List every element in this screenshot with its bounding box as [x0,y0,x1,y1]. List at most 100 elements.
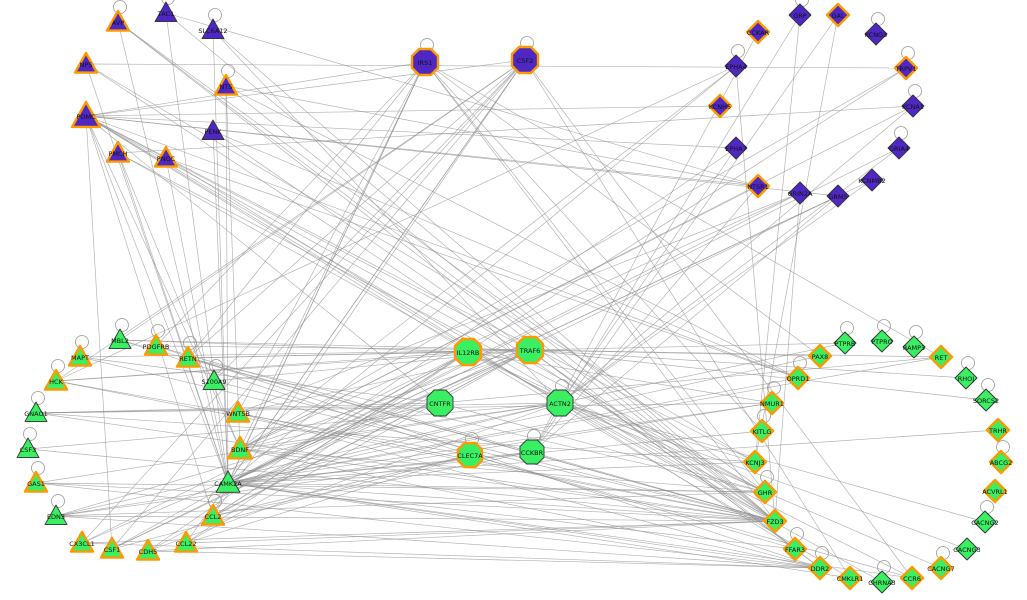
edge-NMUR1-GNAO1[interactable] [35,402,773,414]
edge-TAC1-NTSR1[interactable] [165,12,759,187]
self-loop-GRIA4[interactable] [894,126,908,140]
node-NMUR1-diamond[interactable] [759,390,785,416]
edge-ACTN2-CACNG3[interactable] [559,402,968,550]
node-PTPRB-diamond[interactable] [833,331,857,355]
edge-CLEC7A-CSF1[interactable] [111,454,471,550]
node-PENK-triangle[interactable] [201,119,225,141]
edge-CAMK2A-FFAR3[interactable] [227,482,796,550]
node-MBL2-triangle[interactable] [108,328,132,350]
edge-NTS-OPRD1[interactable] [225,85,799,379]
edge-CSF2-S100A9[interactable] [213,59,526,382]
edge-PENK-OPRD1[interactable] [212,130,799,379]
node-CMKLR1-diamond[interactable] [837,565,863,591]
node-GAL-diamond[interactable] [825,2,851,28]
edge-IRS1-GHR[interactable] [424,61,766,493]
node-ACTN2-octagon[interactable] [546,389,574,417]
edge-IRS1-RET[interactable] [424,61,942,358]
edge-TRAF6-WNT5B[interactable] [237,349,531,414]
node-RAMP3-diamond[interactable] [902,335,926,359]
edge-IRS1-WNT5B[interactable] [237,61,426,414]
node-CDH5-triangle[interactable] [135,538,161,561]
edge-TRAF6-CCL22[interactable] [185,349,531,544]
self-loop-S100A9[interactable] [209,359,223,373]
node-EPHA4-diamond[interactable] [724,54,748,78]
edge-POMC-CSF1[interactable] [85,115,113,550]
edge-CAMK2A-NTS[interactable] [225,85,229,484]
self-loop-RAMP3[interactable] [909,325,923,339]
edge-CNTFR-GHR[interactable] [439,402,766,493]
node-KCNA1-diamond[interactable] [901,94,925,118]
edge-CSF2-CSF1[interactable] [111,59,526,550]
edge-TRAF6-CSF1[interactable] [111,349,531,550]
edge-TRAF6-RET[interactable] [529,349,942,358]
edge-CSF2-CX3CL1[interactable] [81,59,526,544]
edge-FZD3-AVP[interactable] [117,21,776,522]
node-SORCS2-diamond[interactable] [974,388,998,412]
edge-CSF1-GRM5[interactable] [111,195,839,550]
edge-POMC-KCNJ3[interactable] [85,115,756,463]
edge-ACTN2-PTPRB[interactable] [559,342,846,404]
edge-NPS-TRPV1[interactable] [85,63,907,69]
self-loop-PDGFRB[interactable] [151,324,165,338]
edge-FZD3-PMCH[interactable] [117,152,776,522]
edge-CSF2-CCL2[interactable] [212,59,526,517]
edge-CSF2-MBL2[interactable] [119,59,526,341]
edge-FZD3-PENK[interactable] [212,130,776,522]
node-CCKBR-octagon[interactable] [519,439,545,465]
edge-CNTFR-BDNF[interactable] [239,402,441,450]
edge-BDNF-EPHA4[interactable] [239,65,737,450]
self-loop-HCK[interactable] [51,359,65,373]
edge-IL12RB-CMKLR1[interactable] [467,351,851,579]
node-NTSR1-diamond[interactable] [745,173,771,199]
edge-KCNJ3-GNAO1[interactable] [35,412,756,463]
self-loop-PTPRB[interactable] [840,321,854,335]
node-MAPT-triangle[interactable] [67,344,93,367]
node-POMC-triangle[interactable] [70,100,102,129]
edge-ACTN2-GAS1[interactable] [35,402,561,484]
node-SLC6A12-triangle[interactable] [201,18,225,40]
node-PAX8-diamond[interactable] [807,343,833,369]
edge-CCL2-TRPV1[interactable] [212,67,907,517]
edge-FZD3-MAPT[interactable] [79,356,776,522]
self-loop-GNAO1[interactable] [31,391,45,405]
edge-GHR-EDN3[interactable] [55,491,766,517]
edge-CAMK2A-ACTN2[interactable] [227,402,561,484]
node-CACNG2-diamond[interactable] [973,510,997,534]
edge-CCKBR-CCKAR[interactable] [531,31,759,453]
node-CCL2-triangle[interactable] [200,503,226,526]
node-CX3CL1-triangle[interactable] [69,530,95,553]
edge-BDNF-POMC[interactable] [85,115,241,450]
edge-DDR2-WNT5B[interactable] [237,412,821,569]
edge-IL12RB-CX3CL1[interactable] [81,351,469,544]
node-S100A9-triangle[interactable] [202,369,226,391]
edge-BDNF-ACTN2[interactable] [239,402,561,450]
edge-ACTN2-CHRNA3[interactable] [559,402,883,583]
edge-ACTN2-KCNMB2[interactable] [559,179,873,404]
node-TRPV1-diamond[interactable] [893,55,919,81]
edge-IL12RB-MBL2[interactable] [119,339,469,353]
self-loop-AVP[interactable] [113,0,127,14]
node-ABCG2-diamond[interactable] [988,449,1014,475]
edge-ACTN2-EPHA7[interactable] [559,147,737,404]
node-CLEC7A-octagon[interactable] [456,441,484,469]
edge-IL12RB-HCK[interactable] [55,351,469,382]
edge-POMC-CNTFR[interactable] [85,115,441,404]
edge-CAMK2A-POMC[interactable] [85,115,229,484]
edge-ACTN2-CDH5[interactable] [147,402,561,552]
edge-IRS1-PAX8[interactable] [424,61,821,357]
edge-PMCH-KCNA1[interactable] [117,105,914,154]
edge-ACTN2-GRIA4[interactable] [559,147,900,404]
edge-POMC-FZD3[interactable] [85,115,776,522]
edge-PMCH-GHR[interactable] [117,152,766,493]
edge-FZD3-PDGFRB[interactable] [155,345,776,522]
edge-FZD3-NTS[interactable] [225,85,776,522]
node-GNAO1-triangle[interactable] [24,401,48,423]
edge-WNT5B-GRIN2A[interactable] [237,192,801,414]
edge-CAMK2A-SLC6A12[interactable] [212,29,229,484]
edge-CCKBR-GRM5[interactable] [531,195,839,453]
node-AVP-triangle[interactable] [105,9,131,32]
edge-FZD3-EDN3[interactable] [55,515,776,522]
node-NTS-triangle[interactable] [213,73,239,96]
edge-AVP-GHR[interactable] [117,21,766,493]
